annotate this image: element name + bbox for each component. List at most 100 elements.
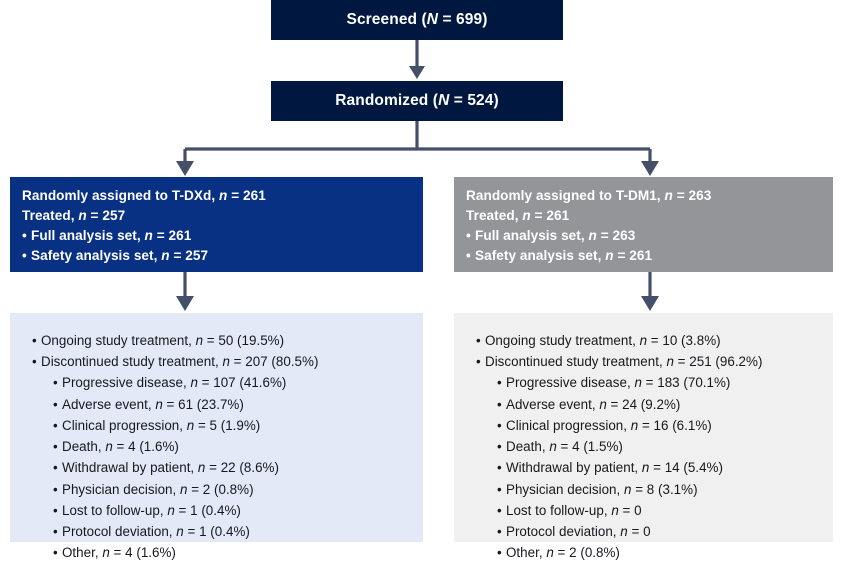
list-item: •Death, n = 4 (1.5%) <box>497 436 821 457</box>
bullet-icon: • <box>32 354 37 370</box>
arrowhead-randomized <box>409 66 425 79</box>
bullet-icon: • <box>497 481 502 497</box>
n-symbol: n <box>630 417 639 433</box>
arm-box-t-dm1: Randomly assigned to T-DM1, n = 263 Trea… <box>454 177 833 272</box>
list-item: •Withdrawal by patient, n = 22 (8.6%) <box>53 457 411 478</box>
n-symbol: n <box>102 545 110 561</box>
randomized-n-symbol: N <box>438 92 450 109</box>
list-item: •Other, n = 2 (0.8%) <box>497 542 821 563</box>
arm-right-safety-analysis-set: •Safety analysis set, n = 261 <box>466 246 821 266</box>
bullet-icon: • <box>497 396 502 412</box>
list-item: •Withdrawal by patient, n = 14 (5.4%) <box>497 457 821 478</box>
n-symbol: n <box>605 247 614 263</box>
bullet-icon: • <box>53 481 58 497</box>
n-symbol: n <box>624 481 632 497</box>
list-item: •Progressive disease, n = 107 (41.6%) <box>53 372 411 393</box>
n-symbol: n <box>190 375 198 391</box>
bullet-icon: • <box>53 502 58 518</box>
list-item: •Physician decision, n = 8 (3.1%) <box>497 479 821 500</box>
screened-label: Screened (N = 699) <box>346 11 488 28</box>
n-symbol: n <box>666 354 674 370</box>
screened-n-symbol: N <box>426 11 439 28</box>
bullet-icon: • <box>53 375 58 391</box>
n-symbol: n <box>167 502 175 518</box>
outcome-right-reasons: •Progressive disease, n = 183 (70.1%) •A… <box>476 372 821 563</box>
outcome-right-top-level: •Ongoing study treatment, n = 10 (3.8%) … <box>476 330 821 372</box>
n-symbol: n <box>522 207 531 223</box>
bullet-icon: • <box>497 439 502 455</box>
n-symbol: n <box>197 460 206 476</box>
bullet-icon: • <box>497 460 502 476</box>
outcome-left-discontinued: •Discontinued study treatment, n = 207 (… <box>32 351 411 372</box>
outcome-right-discontinued: •Discontinued study treatment, n = 251 (… <box>476 351 821 372</box>
list-item: •Protocol deviation, n = 0 <box>497 521 821 542</box>
n-symbol: n <box>599 396 607 412</box>
n-symbol: n <box>219 188 228 203</box>
bullet-icon: • <box>53 524 58 540</box>
bullet-icon: • <box>466 227 471 243</box>
n-symbol: n <box>641 460 650 476</box>
bullet-icon: • <box>53 417 58 433</box>
list-item: •Clinical progression, n = 16 (6.1%) <box>497 415 821 436</box>
list-item: •Adverse event, n = 61 (23.7%) <box>53 394 411 415</box>
outcome-right-ongoing: •Ongoing study treatment, n = 10 (3.8%) <box>476 330 821 351</box>
n-symbol: n <box>176 524 184 540</box>
list-item: •Death, n = 4 (1.6%) <box>53 436 411 457</box>
arrowhead-right-arm <box>641 161 659 176</box>
arrowhead-left-arm <box>176 161 194 176</box>
arm-left-treated: Treated, n = 257 <box>22 207 126 223</box>
outcomes-panel-t-dxd: •Ongoing study treatment, n = 50 (19.5%)… <box>10 313 423 560</box>
outcomes-panel-t-dm1: •Ongoing study treatment, n = 10 (3.8%) … <box>454 313 833 560</box>
bullet-icon: • <box>466 247 471 263</box>
list-item: •Clinical progression, n = 5 (1.9%) <box>53 415 411 436</box>
arrowhead-left-panel <box>176 296 194 311</box>
list-item: •Lost to follow-up, n = 1 (0.4%) <box>53 500 411 521</box>
arm-right-treated: Treated, n = 261 <box>466 207 570 223</box>
arm-left-assigned: Randomly assigned to T-DXd, n = 261 <box>22 188 266 203</box>
bullet-icon: • <box>53 439 58 455</box>
n-symbol: n <box>144 227 153 243</box>
bullet-icon: • <box>22 227 27 243</box>
n-symbol: n <box>546 545 554 561</box>
bullet-icon: • <box>32 333 37 348</box>
n-symbol: n <box>620 524 628 540</box>
list-item: •Adverse event, n = 24 (9.2%) <box>497 394 821 415</box>
n-symbol: n <box>549 439 557 455</box>
n-symbol: n <box>634 375 642 391</box>
bullet-icon: • <box>53 545 58 561</box>
list-item: •Lost to follow-up, n = 0 <box>497 500 821 521</box>
n-symbol: n <box>186 417 195 433</box>
list-item: •Protocol deviation, n = 1 (0.4%) <box>53 521 411 542</box>
list-item: •Progressive disease, n = 183 (70.1%) <box>497 372 821 393</box>
n-symbol: n <box>180 481 188 497</box>
list-item: •Physician decision, n = 2 (0.8%) <box>53 479 411 500</box>
bullet-icon: • <box>476 354 481 370</box>
n-symbol: n <box>639 333 648 348</box>
n-symbol: n <box>195 333 204 348</box>
arrowhead-right-panel <box>641 296 659 311</box>
bullet-icon: • <box>53 460 58 476</box>
list-item: •Other, n = 4 (1.6%) <box>53 542 411 563</box>
n-symbol: n <box>222 354 230 370</box>
arm-box-t-dxd: Randomly assigned to T-DXd, n = 261 Trea… <box>10 177 423 272</box>
bullet-icon: • <box>497 375 502 391</box>
outcome-left-ongoing: •Ongoing study treatment, n = 50 (19.5%) <box>32 330 411 351</box>
n-symbol: n <box>105 439 113 455</box>
arm-right-full-analysis-set: •Full analysis set, n = 263 <box>466 226 821 246</box>
randomized-box: Randomized (N = 524) <box>271 81 563 121</box>
bullet-icon: • <box>22 247 27 263</box>
flow-diagram-canvas: Screened (N = 699) Randomized (N = 524) … <box>10 0 833 560</box>
n-symbol: n <box>588 227 597 243</box>
bullet-icon: • <box>476 333 481 348</box>
n-symbol: n <box>161 247 170 263</box>
bullet-icon: • <box>53 396 58 412</box>
n-symbol: n <box>664 188 673 203</box>
n-symbol: n <box>155 396 163 412</box>
outcome-left-top-level: •Ongoing study treatment, n = 50 (19.5%)… <box>32 330 411 372</box>
arm-right-assigned: Randomly assigned to T-DM1, n = 263 <box>466 188 712 203</box>
arm-left-safety-analysis-set: •Safety analysis set, n = 257 <box>22 246 411 266</box>
bullet-icon: • <box>497 502 502 518</box>
bullet-icon: • <box>497 417 502 433</box>
bullet-icon: • <box>497 545 502 561</box>
bullet-icon: • <box>497 524 502 540</box>
